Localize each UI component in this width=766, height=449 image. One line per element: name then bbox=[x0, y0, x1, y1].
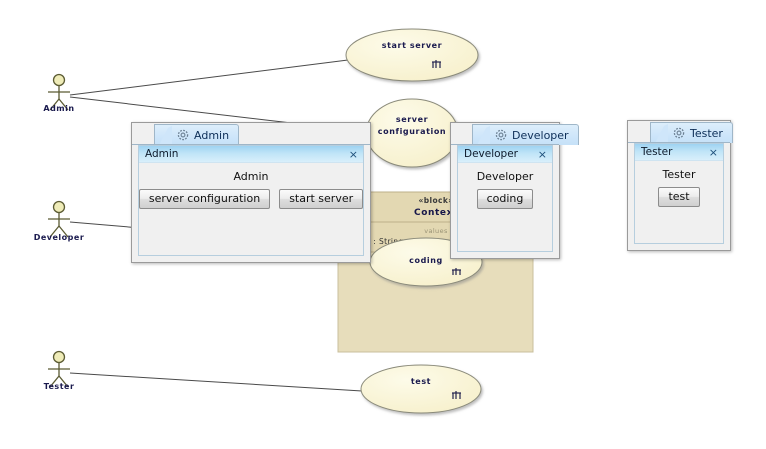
actor-admin[interactable]: Admin bbox=[43, 73, 74, 114]
tab-tester[interactable]: Tester bbox=[650, 122, 733, 143]
admin-button-row: server configuration start server bbox=[138, 189, 364, 209]
gear-icon bbox=[673, 127, 685, 139]
line-admin-server-configuration bbox=[69, 96, 301, 125]
use-case-label-line1: server bbox=[396, 115, 428, 124]
block-compartment-label: values bbox=[424, 227, 448, 235]
admin-window[interactable]: Admin Admin × Admin server configuration… bbox=[131, 122, 371, 263]
developer-inner-frame: Developer × Developer coding bbox=[457, 145, 553, 252]
developer-tabstrip: Developer bbox=[451, 123, 579, 145]
tabstrip-baseline bbox=[132, 144, 370, 145]
tab-label: Tester bbox=[690, 126, 723, 140]
block-attribute: status : String bbox=[345, 237, 404, 246]
close-icon[interactable]: × bbox=[537, 147, 547, 161]
admin-title: Admin bbox=[145, 148, 179, 160]
developer-title: Developer bbox=[464, 148, 519, 160]
tester-window[interactable]: Tester Tester × Tester test bbox=[627, 120, 733, 251]
tab-slant-edge bbox=[159, 125, 172, 145]
actor-tester[interactable]: Tester bbox=[44, 350, 75, 392]
admin-tabstrip: Admin bbox=[132, 123, 370, 145]
admin-heading: Admin bbox=[233, 170, 269, 183]
use-case-label: test bbox=[411, 377, 431, 386]
tabstrip-baseline bbox=[451, 144, 559, 145]
admin-body: Admin server configuration start server bbox=[138, 163, 364, 255]
developer-body: Developer coding bbox=[458, 163, 552, 251]
tester-tabstrip: Tester bbox=[628, 121, 733, 143]
use-case-server-configuration[interactable]: server configuration bbox=[365, 98, 459, 168]
component-icon bbox=[452, 268, 461, 275]
actor-label: Developer bbox=[34, 233, 85, 242]
coding-button[interactable]: coding bbox=[476, 189, 534, 209]
close-icon[interactable]: × bbox=[348, 147, 358, 161]
use-case-label: start server bbox=[382, 41, 442, 50]
line-admin-start-server bbox=[69, 59, 349, 96]
start-server-button[interactable]: start server bbox=[279, 189, 364, 209]
admin-inner-frame: Admin × Admin server configuration start… bbox=[138, 145, 364, 256]
actor-developer[interactable]: Developer bbox=[34, 200, 85, 243]
actor-label: Admin bbox=[43, 104, 74, 113]
line-tester-test bbox=[69, 372, 363, 392]
admin-titlebar[interactable]: Admin × bbox=[139, 146, 363, 163]
tester-body: Tester test bbox=[635, 161, 723, 243]
developer-titlebar[interactable]: Developer × bbox=[458, 146, 552, 163]
tab-label: Developer bbox=[512, 128, 569, 142]
tabstrip-baseline bbox=[628, 142, 730, 143]
tab-admin[interactable]: Admin bbox=[154, 124, 240, 145]
block-name: Context bbox=[414, 208, 458, 218]
tester-title: Tester bbox=[641, 146, 673, 158]
tab-slant-edge bbox=[655, 123, 668, 143]
test-button[interactable]: test bbox=[658, 187, 700, 207]
tester-heading: Tester bbox=[662, 168, 696, 181]
close-icon[interactable]: × bbox=[708, 145, 718, 159]
gear-icon bbox=[495, 129, 507, 141]
gear-icon bbox=[177, 129, 189, 141]
use-case-test[interactable]: test bbox=[360, 364, 482, 414]
developer-window[interactable]: Developer Developer × Developer coding bbox=[450, 122, 579, 259]
tab-label: Admin bbox=[194, 128, 230, 142]
actor-label: Tester bbox=[44, 382, 75, 391]
tester-inner-frame: Tester × Tester test bbox=[634, 143, 724, 244]
tab-slant-edge bbox=[477, 125, 490, 145]
component-icon bbox=[452, 391, 461, 399]
server-configuration-button[interactable]: server configuration bbox=[138, 189, 271, 209]
tester-button-row: test bbox=[635, 187, 723, 207]
component-icon bbox=[432, 60, 441, 68]
tab-developer[interactable]: Developer bbox=[472, 124, 579, 145]
developer-button-row: coding bbox=[458, 189, 552, 209]
block-stereotype: «block» bbox=[418, 196, 453, 205]
association-lines bbox=[69, 59, 363, 392]
developer-heading: Developer bbox=[476, 170, 534, 183]
tester-titlebar[interactable]: Tester × bbox=[635, 144, 723, 161]
use-case-label-line2: configuration bbox=[378, 127, 446, 136]
use-case-label: coding bbox=[409, 256, 443, 265]
use-case-start-server[interactable]: start server bbox=[345, 28, 479, 82]
